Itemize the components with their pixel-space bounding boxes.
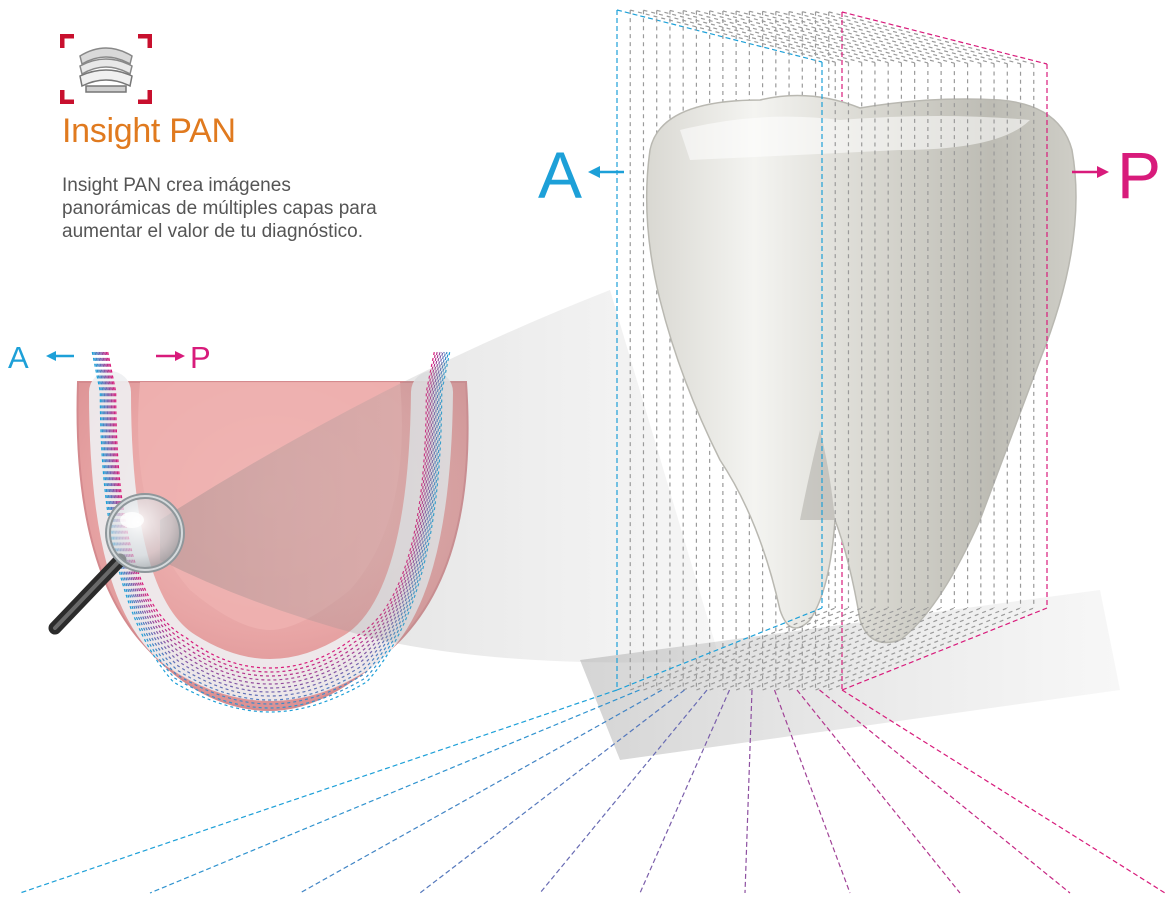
focal-layer-top-edge bbox=[776, 11, 981, 63]
focal-layer-top-edge bbox=[816, 12, 1021, 64]
x-ray-beam bbox=[150, 690, 640, 893]
focal-layer-top-edge bbox=[829, 12, 1034, 64]
feature-title: Insight PAN bbox=[62, 112, 236, 151]
anterior-arrow-large bbox=[588, 166, 624, 178]
feature-description: Insight PAN crea imágenes panorámicas de… bbox=[62, 174, 382, 243]
x-ray-beam bbox=[820, 690, 1071, 893]
anterior-label-small: A bbox=[8, 342, 29, 373]
focal-layer-top-edge bbox=[749, 11, 954, 63]
focal-layer-top-edge bbox=[710, 11, 915, 63]
posterior-label-small: P bbox=[190, 342, 211, 373]
focal-layer-top-edge bbox=[723, 11, 928, 63]
focal-layer-top-edge bbox=[842, 12, 1047, 64]
focal-layer-top-edge bbox=[670, 10, 875, 62]
posterior-arrow-large bbox=[1072, 166, 1109, 178]
focal-layer-top-edge bbox=[763, 11, 968, 63]
focal-layer-top-edge bbox=[643, 10, 848, 62]
x-ray-beam bbox=[420, 690, 685, 893]
posterior-arrow-small bbox=[156, 351, 185, 361]
focal-layer-top-edge bbox=[657, 10, 862, 62]
x-ray-beam bbox=[20, 690, 617, 893]
anterior-arrow-small bbox=[46, 351, 74, 361]
focal-layer-top-edge bbox=[802, 12, 1007, 64]
x-ray-beam bbox=[842, 690, 1165, 893]
x-ray-beams bbox=[20, 690, 1165, 893]
focal-layer-top-edge bbox=[696, 11, 901, 63]
focal-layer-top-edge bbox=[617, 10, 822, 62]
panoramic-jaw-layers-icon bbox=[60, 34, 152, 104]
focal-layer-top-edge bbox=[630, 10, 835, 62]
posterior-label-large: P bbox=[1117, 142, 1161, 208]
focal-layer-top-edge bbox=[789, 12, 994, 64]
focal-layer-top-edge bbox=[736, 11, 941, 63]
anterior-label-large: A bbox=[538, 142, 582, 208]
focal-layer-top-edge bbox=[683, 11, 888, 63]
